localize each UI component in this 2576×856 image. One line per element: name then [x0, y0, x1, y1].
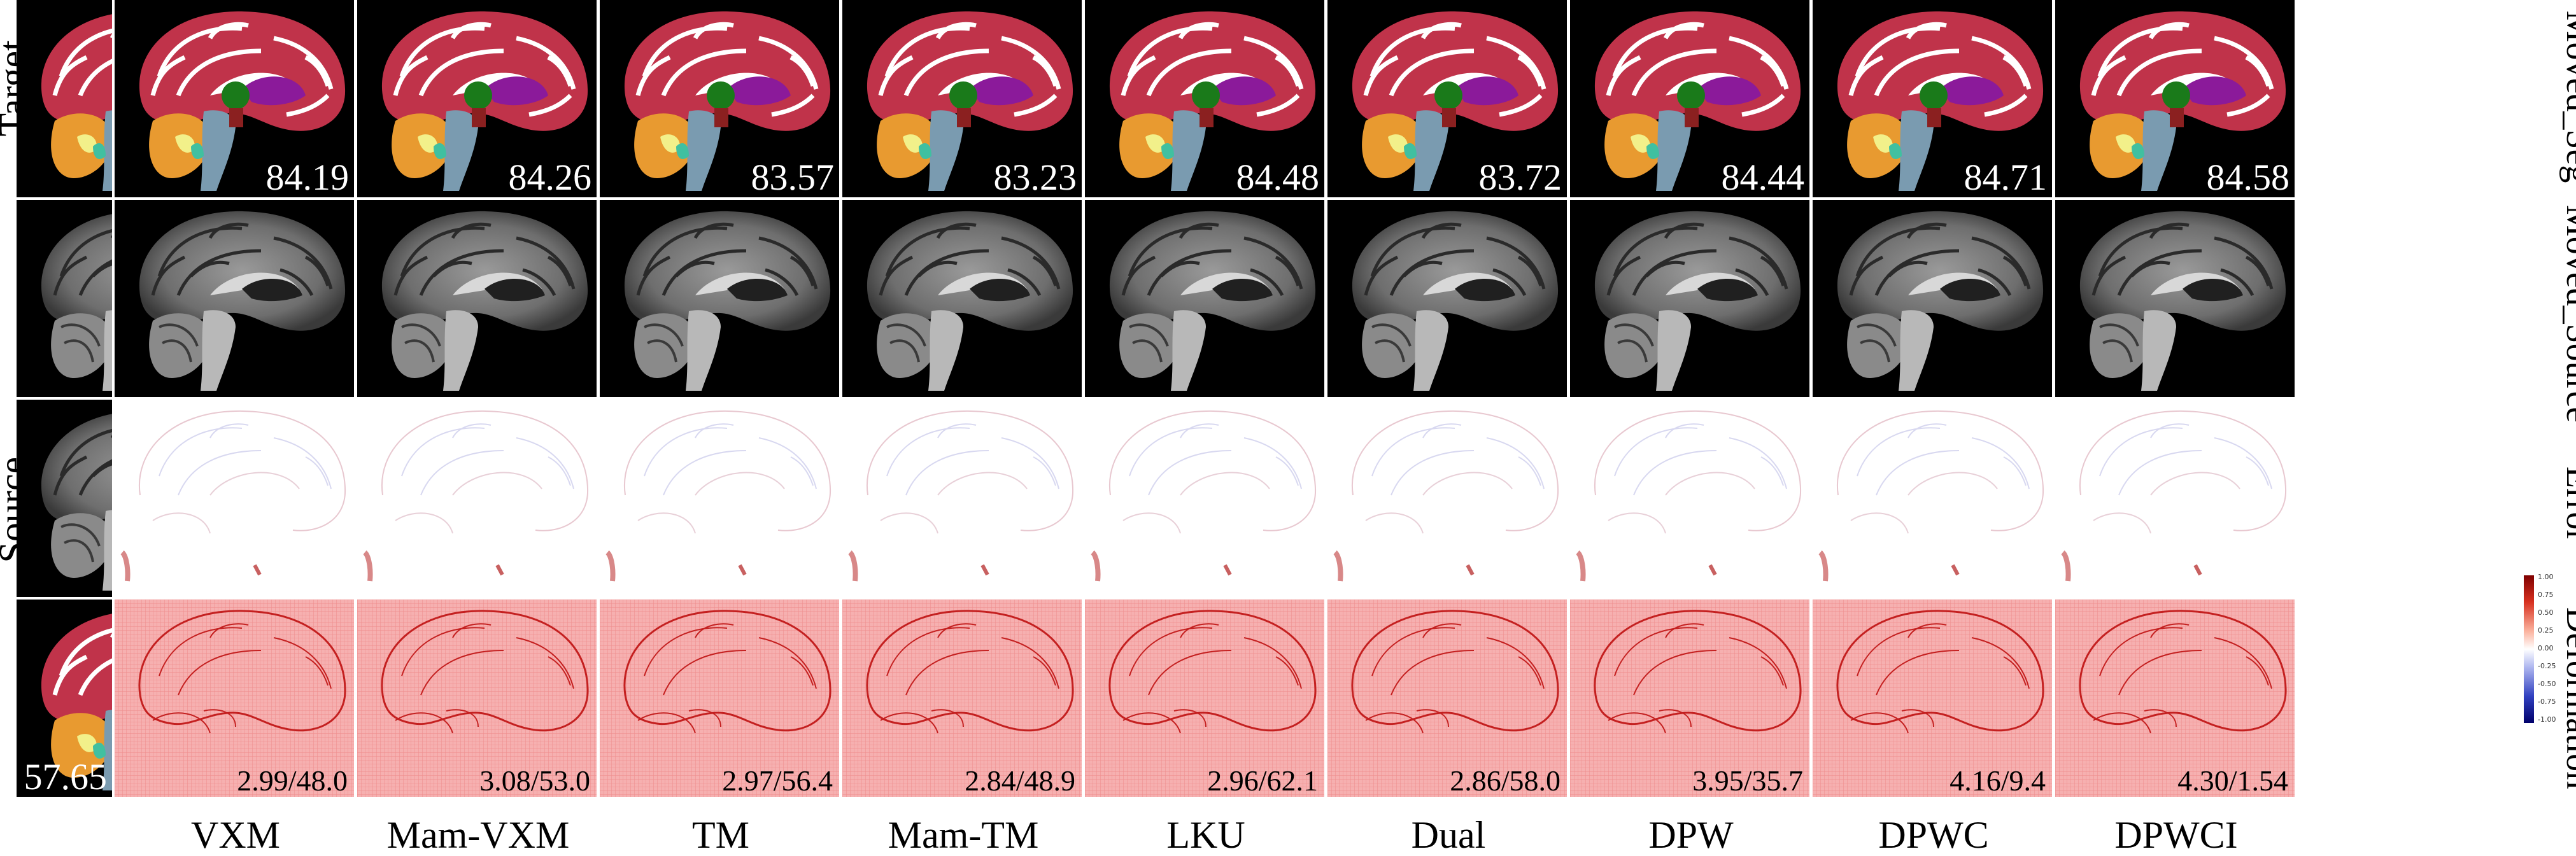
- deformation-panel: 2.97/56.4: [600, 600, 839, 797]
- error-panel: [357, 400, 597, 597]
- colorbar-tick: 1.00: [2538, 573, 2554, 581]
- error-row: [0, 400, 2576, 597]
- error-panel: [1085, 400, 1324, 597]
- error-panel: [842, 400, 1082, 597]
- seg-panel: 84.19: [115, 0, 354, 197]
- target-seg-image: [17, 0, 112, 197]
- method-label: DPWCI: [2114, 814, 2238, 856]
- deformation-label: Deformation: [2559, 607, 2576, 790]
- error-colorbar: [2524, 575, 2534, 723]
- source-seg-image: 57.65: [17, 600, 112, 797]
- seg-panel: 83.72: [1327, 0, 1567, 197]
- mri-panel: [1085, 200, 1324, 397]
- seg-panel: 84.58: [2055, 0, 2295, 197]
- moved-seg-label: Moved_Seg: [2559, 10, 2576, 183]
- colorbar-tick: -0.25: [2538, 662, 2556, 670]
- colorbar-tick: -1.00: [2538, 715, 2556, 724]
- deformation-metric: 2.86/58.0: [1450, 764, 1560, 797]
- method-label: Dual: [1411, 814, 1486, 856]
- deformation-panel: 2.84/48.9: [842, 600, 1082, 797]
- mri-panel: [600, 200, 839, 397]
- colorbar-tick: 0.00: [2538, 644, 2554, 652]
- mri-panel: [357, 200, 597, 397]
- seg-score: 84.58: [2206, 157, 2290, 197]
- deformation-panel: 2.86/58.0: [1327, 600, 1567, 797]
- mri-panel: [842, 200, 1082, 397]
- error-label: Error: [2559, 466, 2576, 542]
- colorbar-tick: 0.75: [2538, 591, 2554, 599]
- error-panel: [115, 400, 354, 597]
- colorbar-tick: -0.75: [2538, 698, 2556, 706]
- error-panel: [1570, 400, 1809, 597]
- error-panel: [1327, 400, 1567, 597]
- seg-score: 84.71: [1964, 157, 2048, 197]
- error-panel: [600, 400, 839, 597]
- deformation-metric: 4.16/9.4: [1950, 764, 2046, 797]
- method-label: Mam-TM: [888, 814, 1039, 856]
- deformation-panel: 3.08/53.0: [357, 600, 597, 797]
- error-panel: [1813, 400, 2052, 597]
- seg-score: 83.72: [1478, 157, 1562, 197]
- seg-panel: 83.57: [600, 0, 839, 197]
- deformation-metric: 2.99/48.0: [237, 764, 348, 797]
- method-label: VXM: [190, 814, 280, 856]
- deformation-panel: 3.95/35.7: [1570, 600, 1809, 797]
- moved-seg-row: 84.19 84.26 83.57 83.23 84.48 83.72 84.4…: [0, 0, 2576, 197]
- seg-score: 83.57: [751, 157, 835, 197]
- target-mri-image: [17, 200, 112, 397]
- deformation-panel: 2.96/62.1: [1085, 600, 1324, 797]
- mri-panel: [2055, 200, 2295, 397]
- deformation-metric: 2.96/62.1: [1207, 764, 1318, 797]
- mri-panel: [1570, 200, 1809, 397]
- colorbar-tick: 0.50: [2538, 608, 2554, 617]
- seg-score: 84.44: [1721, 157, 1805, 197]
- deformation-panel: 4.16/9.4: [1813, 600, 2052, 797]
- deformation-metric: 2.97/56.4: [722, 764, 833, 797]
- method-label: DPW: [1648, 814, 1734, 856]
- method-label: LKU: [1166, 814, 1245, 856]
- seg-panel: 84.26: [357, 0, 597, 197]
- mri-panel: [1813, 200, 2052, 397]
- seg-score: 84.19: [265, 157, 350, 197]
- error-panel: [2055, 400, 2295, 597]
- seg-panel: 84.71: [1813, 0, 2052, 197]
- source-mri-image: [17, 400, 112, 597]
- deformation-row: 57.65 2.99/48.0 3.08/53.0 2.97/56.4 2.84…: [0, 600, 2576, 797]
- seg-panel: 83.23: [842, 0, 1082, 197]
- deformation-metric: 4.30/1.54: [2177, 764, 2288, 797]
- method-label: Mam-VXM: [386, 814, 570, 856]
- colorbar-tick: 0.25: [2538, 626, 2554, 635]
- method-label: DPWC: [1878, 814, 1989, 856]
- method-label: TM: [692, 814, 749, 856]
- seg-score: 83.23: [993, 157, 1077, 197]
- moved-source-row: [0, 200, 2576, 397]
- mri-panel: [115, 200, 354, 397]
- source-seg-score: 57.65: [24, 756, 108, 797]
- seg-panel: 84.48: [1085, 0, 1324, 197]
- deformation-metric: 3.08/53.0: [479, 764, 590, 797]
- deformation-panel: 4.30/1.54: [2055, 600, 2295, 797]
- deformation-metric: 2.84/48.9: [965, 764, 1075, 797]
- moved-source-label: Moved_Source: [2559, 205, 2576, 423]
- mri-panel: [1327, 200, 1567, 397]
- seg-score: 84.48: [1236, 157, 1320, 197]
- colorbar-tick: -0.50: [2538, 680, 2556, 688]
- deformation-metric: 3.95/35.7: [1692, 764, 1803, 797]
- seg-panel: 84.44: [1570, 0, 1809, 197]
- deformation-panel: 2.99/48.0: [115, 600, 354, 797]
- seg-score: 84.26: [508, 157, 592, 197]
